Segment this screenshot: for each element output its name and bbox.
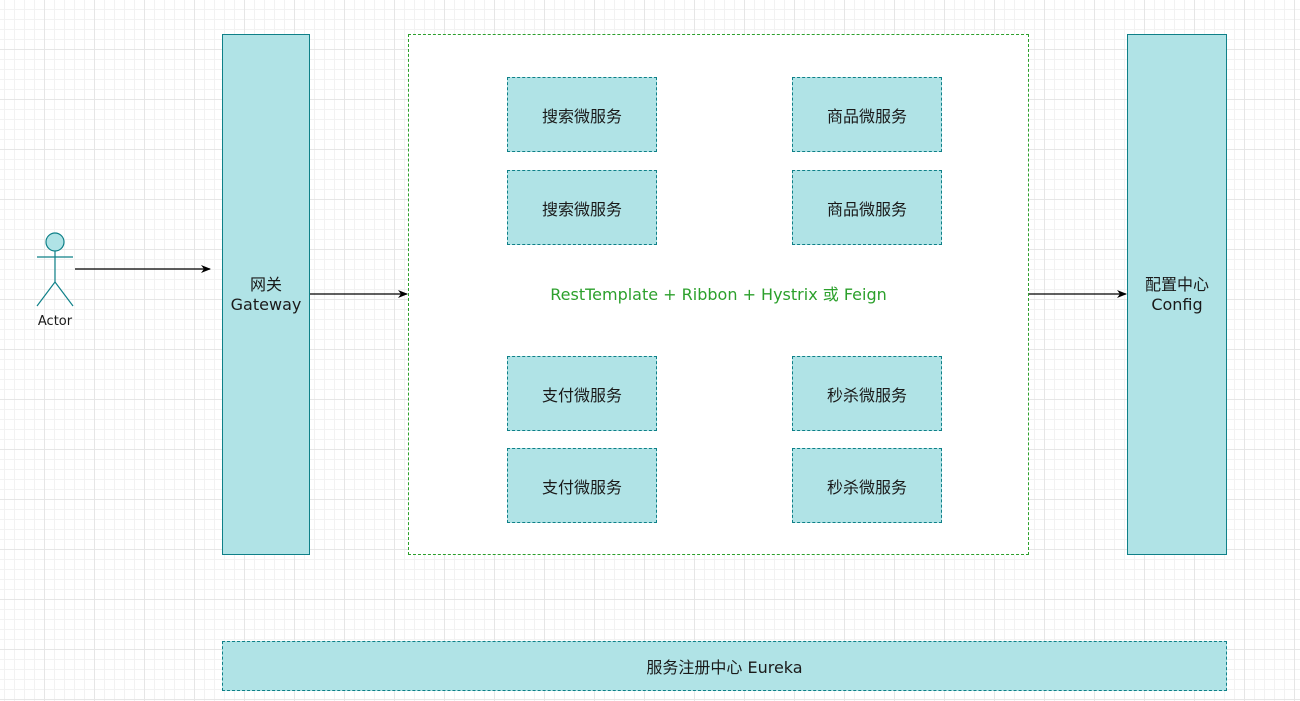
product-service-node-2[interactable]: 商品微服务 [792,170,942,245]
actor-label: Actor [37,314,73,329]
payment-service-label-1: 支付微服务 [541,385,622,405]
product-service-label-2: 商品微服务 [826,199,907,219]
gateway-label-en: Gateway [230,294,302,314]
search-service-label-2: 搜索微服务 [541,199,622,219]
connector-label: RestTemplate + Ribbon + Hystrix 或 Feign [550,285,887,304]
actor-icon [36,232,74,307]
config-label-cn: 配置中心 [1144,274,1209,294]
config-label-en: Config [1151,294,1203,314]
seckill-service-node-2[interactable]: 秒杀微服务 [792,448,942,523]
search-service-node-2[interactable]: 搜索微服务 [507,170,657,245]
payment-service-label-2: 支付微服务 [541,477,622,497]
payment-service-node-1[interactable]: 支付微服务 [507,356,657,431]
product-service-label-1: 商品微服务 [826,106,907,126]
gateway-label-cn: 网关 [249,274,282,294]
search-service-node-1[interactable]: 搜索微服务 [507,77,657,152]
config-node[interactable]: 配置中心 Config [1127,34,1227,555]
registry-node[interactable]: 服务注册中心 Eureka [222,641,1227,691]
gateway-node[interactable]: 网关 Gateway [222,34,310,555]
payment-service-node-2[interactable]: 支付微服务 [507,448,657,523]
search-service-label-1: 搜索微服务 [541,106,622,126]
product-service-node-1[interactable]: 商品微服务 [792,77,942,152]
registry-label: 服务注册中心 Eureka [646,658,803,677]
seckill-service-label-2: 秒杀微服务 [826,477,907,497]
seckill-service-node-1[interactable]: 秒杀微服务 [792,356,942,431]
seckill-service-label-1: 秒杀微服务 [826,385,907,405]
